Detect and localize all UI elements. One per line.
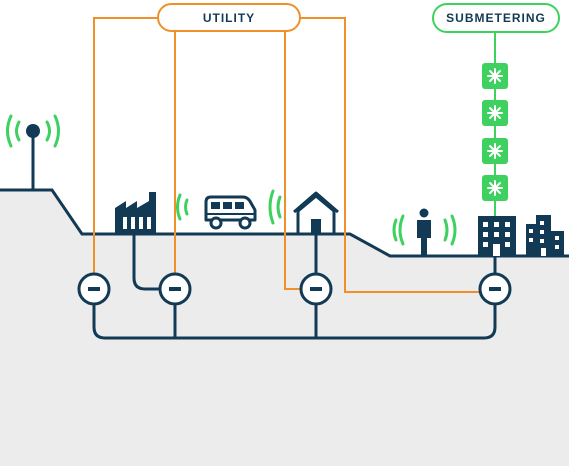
utility-meter-icon: [158, 272, 192, 306]
antenna-tower-icon: [26, 124, 40, 190]
ground-area: [0, 190, 569, 466]
submeter-device-icon: [482, 138, 508, 164]
submetering-label-text: SUBMETERING: [446, 11, 546, 25]
apartment-building-icon: [526, 215, 564, 256]
house-icon: [293, 191, 339, 236]
wireless-signal-icon: [268, 189, 282, 225]
wireless-signal-icon: [392, 214, 457, 246]
ground-line: [0, 188, 569, 258]
wireless-signal-icon: [176, 193, 189, 221]
utility-meter-icon: [478, 272, 512, 306]
factory-icon: [115, 192, 156, 234]
submeter-device-icon: [482, 100, 508, 126]
submetering-label: SUBMETERING: [432, 3, 560, 33]
submeter-device-icon: [482, 63, 508, 89]
utility-label: UTILITY: [157, 3, 301, 32]
person-icon: [417, 208, 431, 256]
utility-meter-icon: [299, 272, 333, 306]
office-building-icon: [478, 216, 516, 256]
utility-label-text: UTILITY: [203, 11, 255, 25]
wireless-signal-icon: [6, 114, 60, 148]
meter-network-lines: [92, 234, 497, 340]
utility-meter-icon: [77, 272, 111, 306]
utility-lines: [93, 17, 480, 293]
van-icon: [204, 195, 257, 230]
submeter-device-icon: [482, 175, 508, 201]
